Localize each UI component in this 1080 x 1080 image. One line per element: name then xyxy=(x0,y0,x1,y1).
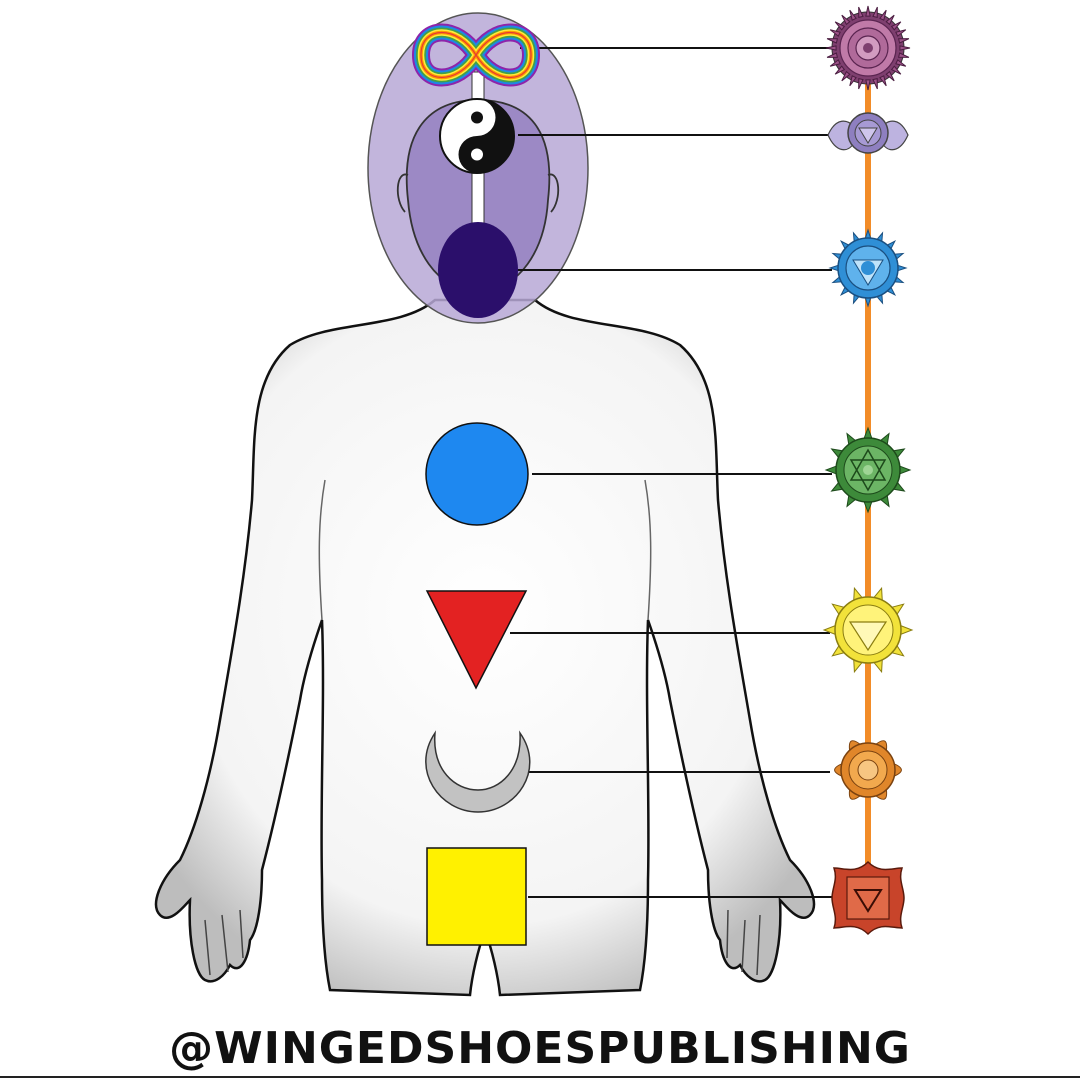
chakra-petal xyxy=(849,9,857,21)
chakra-petal xyxy=(865,79,871,91)
publisher-handle: @WINGEDSHOESPUBLISHING xyxy=(169,1023,911,1074)
triangle-icon xyxy=(425,590,528,690)
chakra-petal xyxy=(898,38,910,44)
chakra-petal xyxy=(890,21,902,31)
chakra-petal xyxy=(872,6,878,18)
chakra-petal xyxy=(898,52,910,58)
chakra-petal xyxy=(834,21,846,31)
chakra-petal xyxy=(834,65,846,75)
solar-plexus-chakra-icon xyxy=(822,586,914,674)
chakra-petal xyxy=(825,45,837,51)
bottom-rule xyxy=(0,1076,1080,1078)
yin-yang-icon xyxy=(439,98,515,174)
infinity-icon xyxy=(411,23,541,87)
chakra-petal xyxy=(829,59,841,67)
chakra-petal xyxy=(872,78,878,90)
crescent-moon-icon xyxy=(425,730,531,813)
chakra-petal xyxy=(865,5,871,17)
sacral-chakra-icon xyxy=(834,740,902,800)
chakra-petal xyxy=(841,14,851,26)
chakra-petal xyxy=(826,52,838,58)
root-chakra-icon xyxy=(831,860,905,936)
throat-chakra-icon xyxy=(828,228,908,308)
chakra-petal xyxy=(879,75,887,87)
chakra-petal xyxy=(829,29,841,37)
connector-lines xyxy=(510,47,836,898)
crown-chakra-icon xyxy=(825,5,911,91)
heart-chakra-icon xyxy=(824,426,912,514)
chakra-petal xyxy=(885,70,895,82)
third-eye-chakra-icon xyxy=(827,112,909,154)
chakra-petal xyxy=(879,9,887,21)
chakra-petal xyxy=(895,29,907,37)
chakra-petal xyxy=(885,14,895,26)
circle-icon xyxy=(425,422,529,526)
chakra-petal xyxy=(841,70,851,82)
oval-icon xyxy=(438,222,518,318)
chakra-petal xyxy=(849,75,857,87)
square-icon xyxy=(426,847,527,946)
chakra-petal xyxy=(858,78,864,90)
chakra-petal xyxy=(890,65,902,75)
chakra-petal xyxy=(826,38,838,44)
chakra-petal xyxy=(858,6,864,18)
chakra-petal xyxy=(899,45,911,51)
chakra-petal xyxy=(895,59,907,67)
